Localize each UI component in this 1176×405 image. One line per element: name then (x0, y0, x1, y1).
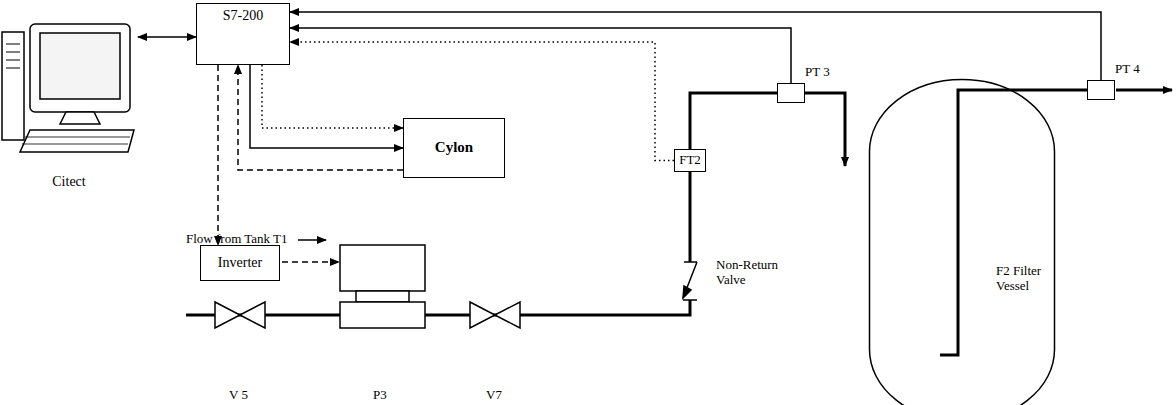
pressure-transmitter-box: PT 4 (1087, 80, 1115, 100)
coupling-symbol (356, 291, 409, 302)
pipe-line (940, 90, 1087, 355)
non-return-valve-symbol (683, 262, 697, 300)
pressure-transmitter-box: PT 3 (777, 83, 805, 103)
valve-label: Non-Return Valve (716, 258, 800, 288)
pump-p3 (340, 245, 425, 328)
node-label: F2 Filter Vessel (996, 264, 1050, 294)
signal-line (290, 12, 1101, 80)
monitor-screen (40, 33, 120, 99)
filter-vessel: F2 Filter Vessel (868, 78, 1056, 405)
node-label: PT 3 (805, 65, 830, 80)
pipework (186, 90, 1172, 315)
pipe-line (689, 160, 692, 262)
valve-v5 (215, 302, 265, 328)
node-label: FT2 (679, 153, 701, 168)
vessel-shell (870, 80, 1055, 405)
drive-slot (6, 68, 20, 69)
valve-label: V 5 (229, 388, 259, 403)
controller-box: Cylon (403, 118, 505, 178)
node-label: Cylon (435, 139, 473, 156)
signal-line (262, 65, 403, 128)
tower-case (2, 32, 24, 140)
drive-signal-line (282, 261, 339, 263)
check-valve-arrow (683, 286, 691, 298)
pump-body-symbol (340, 302, 425, 328)
flow-source-label: Flow from Tank T1 (186, 232, 298, 247)
signal-line (217, 65, 219, 245)
outlet-pipe (1116, 89, 1172, 92)
plc-box: S7-200 (196, 3, 290, 65)
computer-icon (0, 22, 138, 192)
monitor-stand (60, 112, 100, 124)
workstation-icon: Citect (0, 22, 138, 192)
drive-slot (6, 52, 20, 53)
flow-transmitter-box: FT2 (674, 149, 706, 172)
node-label: PT 4 (1115, 62, 1140, 77)
drive-slot (6, 44, 20, 45)
data-link (138, 36, 196, 38)
valve-v7 (470, 302, 520, 328)
inverter-box: Inverter (200, 245, 280, 281)
node-label: Citect (52, 174, 85, 190)
drive-slot (6, 60, 20, 61)
key-row (22, 144, 128, 145)
signal-line (238, 65, 403, 170)
flow-arrow (298, 239, 326, 241)
check-valve-symbol (683, 262, 697, 300)
gate-valve-symbol (215, 302, 265, 328)
valve-label: V7 (486, 388, 516, 403)
node-label: S7-200 (223, 8, 263, 24)
signal-line (290, 28, 791, 83)
pipe-line (805, 93, 845, 166)
gate-valve-symbol (470, 302, 520, 328)
vessel-outline (868, 78, 1056, 405)
motor-symbol (340, 245, 425, 291)
keyboard (20, 130, 134, 152)
node-label: Inverter (218, 255, 262, 271)
monitor-case (30, 24, 130, 112)
pump-label: P3 (373, 388, 403, 403)
signal-line (250, 65, 403, 148)
pipe-line (690, 93, 777, 149)
key-row (25, 137, 130, 138)
